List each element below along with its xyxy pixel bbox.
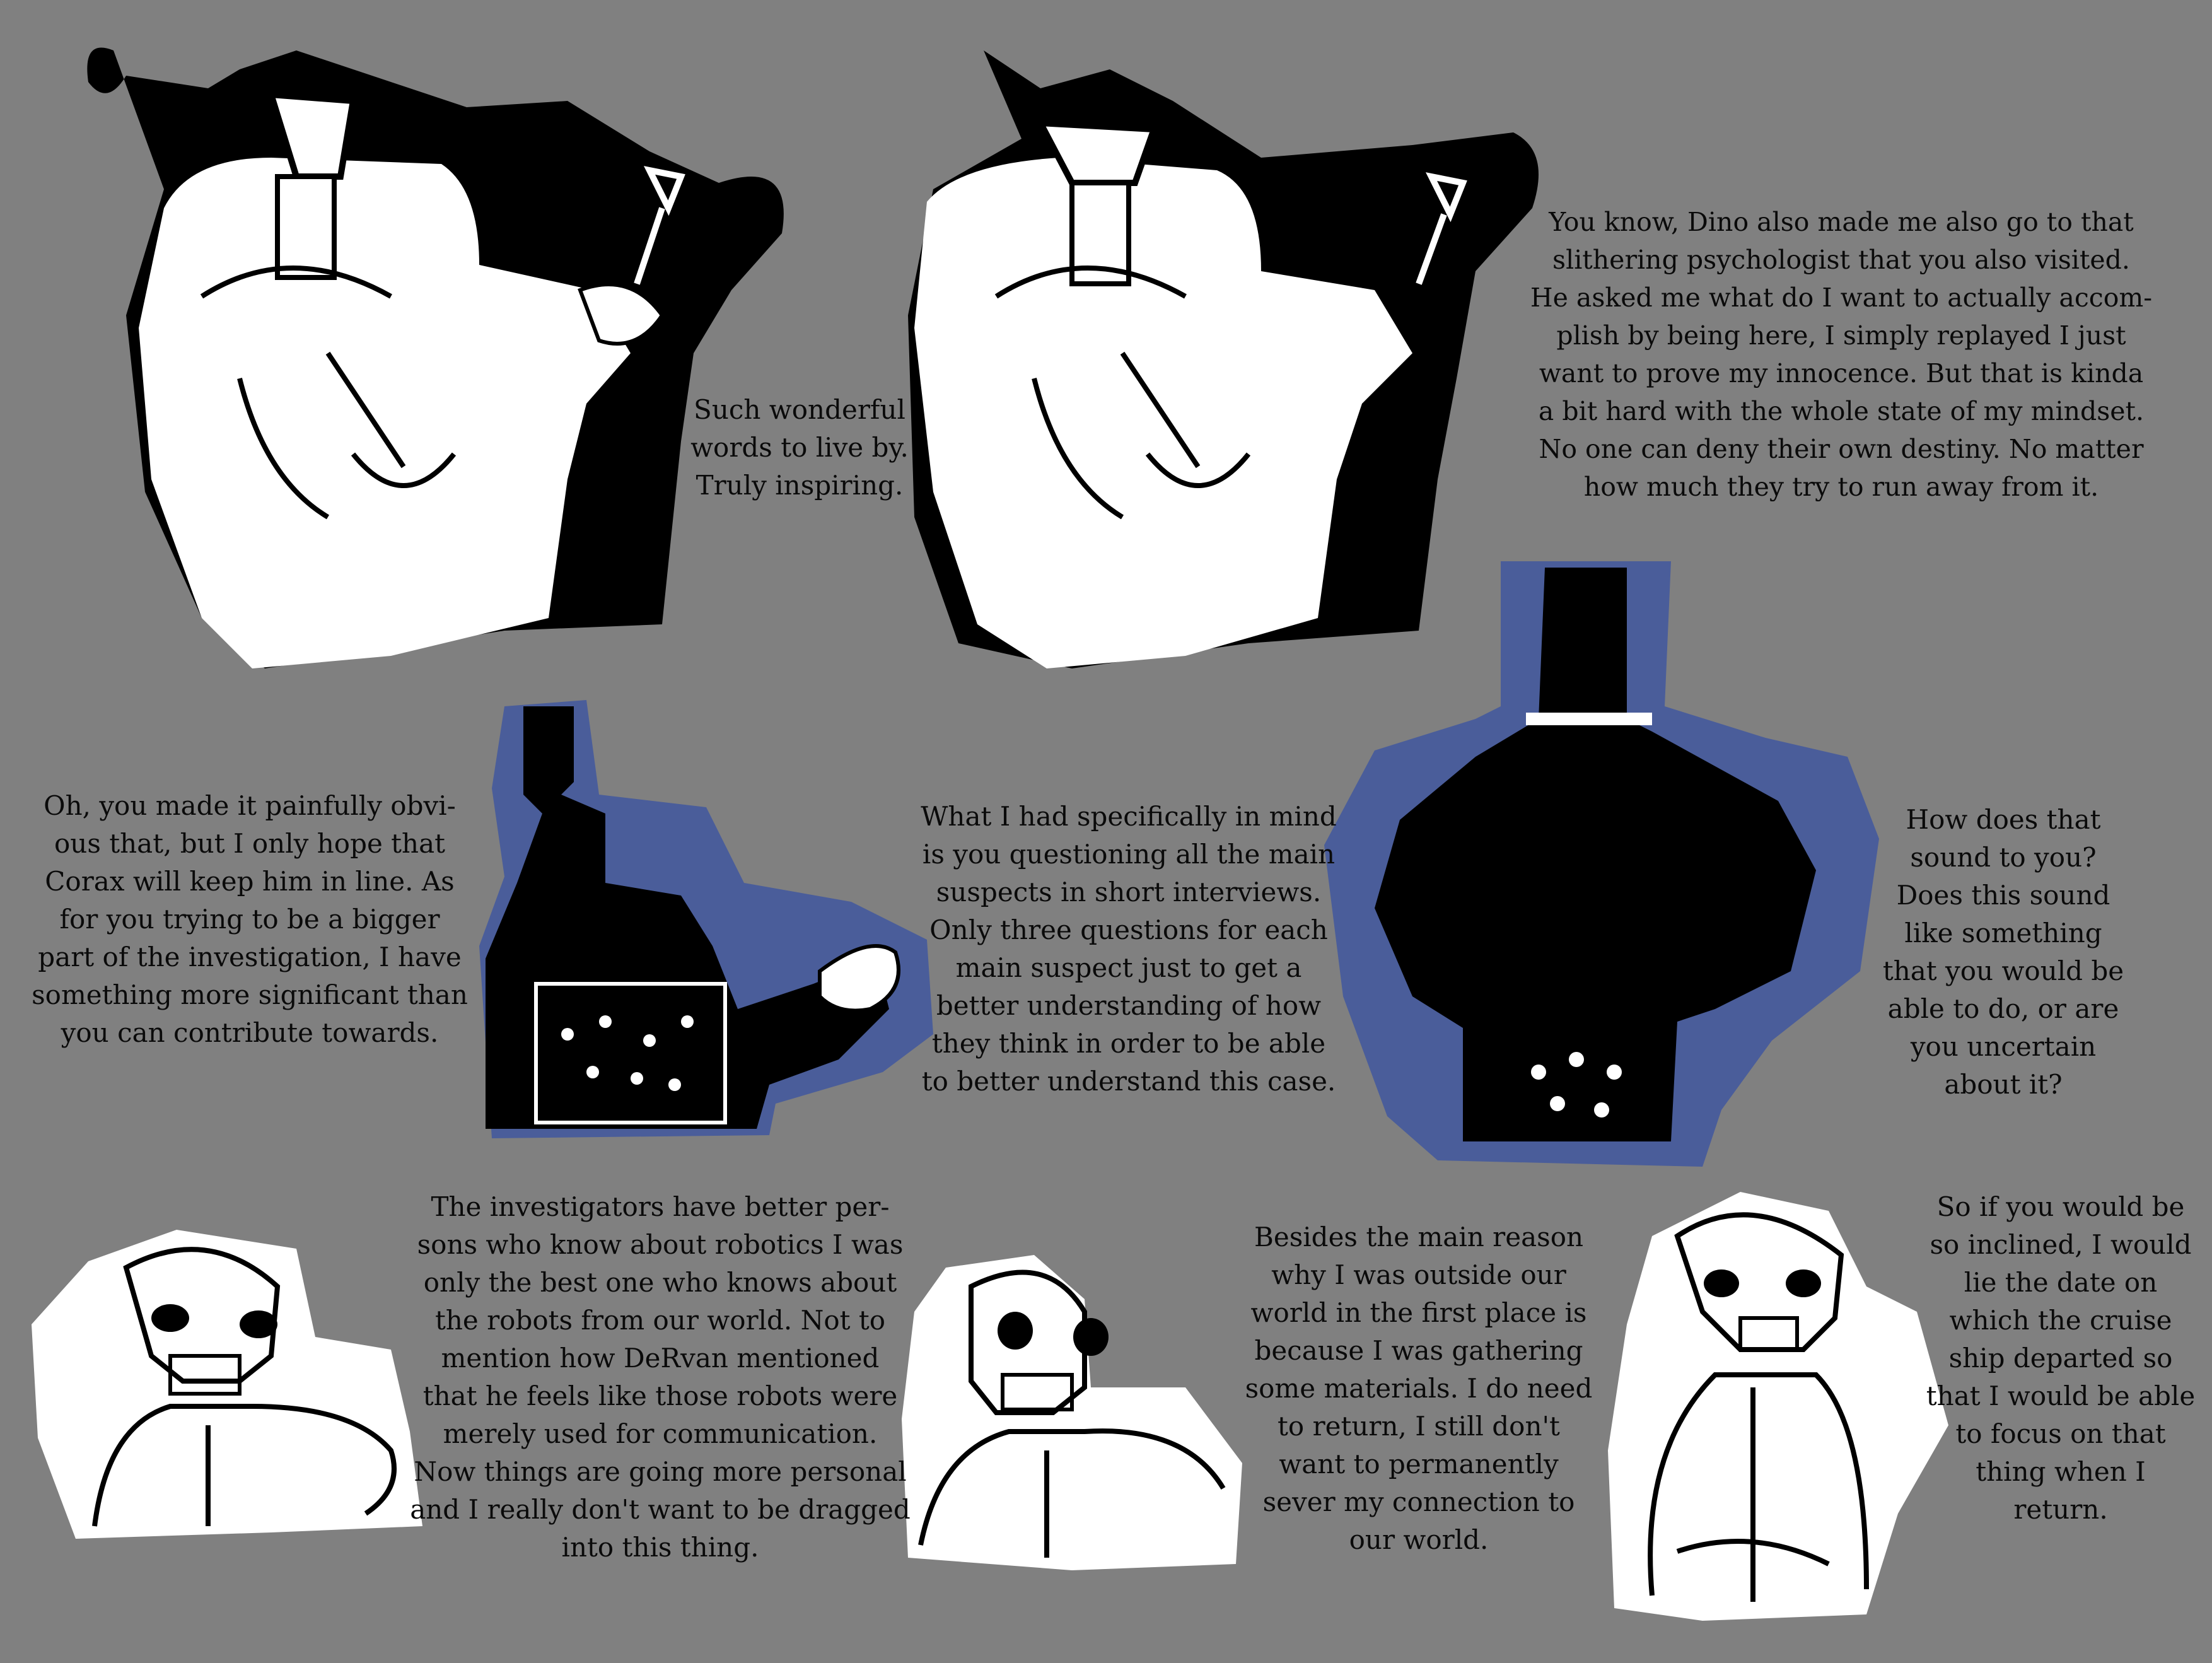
- caption-line: better understanding of how: [936, 990, 1322, 1021]
- panel-5-masked-figure: [32, 1230, 422, 1539]
- caption-line: is you questioning all the main: [922, 839, 1336, 870]
- caption-line: What I had specifically in mind: [921, 801, 1337, 832]
- caption-8: So if you would be so inclined, I would li…: [1926, 1188, 2195, 1529]
- caption-line: that you would be: [1882, 955, 2124, 986]
- caption-line: How does that: [1906, 804, 2101, 835]
- caption-line: thing when I: [1976, 1456, 2146, 1487]
- caption-line: merely used for communication.: [443, 1418, 878, 1449]
- caption-line: main suspect just to get a: [955, 952, 1302, 983]
- caption-line: He asked me what do I want to actually a…: [1530, 283, 2153, 313]
- caption-4: What I had specifically in mind is you qu…: [921, 798, 1337, 1100]
- caption-line: So if you would be: [1936, 1191, 2185, 1222]
- caption-line: No one can deny their own destiny. No ma…: [1539, 434, 2144, 464]
- caption-line: sons who know about robotics I was: [417, 1229, 904, 1260]
- caption-line: sever my connection to: [1262, 1486, 1575, 1517]
- caption-line: about it?: [1944, 1069, 2063, 1100]
- caption-line: which the cruise: [1949, 1305, 2172, 1336]
- caption-line: want to prove my innocence. But that is …: [1539, 358, 2144, 388]
- caption-line: a bit hard with the whole state of my mi…: [1538, 396, 2145, 426]
- caption-line: return.: [2013, 1494, 2108, 1525]
- caption-1: Such wonderful words to live by. Truly ins…: [690, 391, 909, 505]
- caption-line: You know, Dino also made me also go to t…: [1549, 207, 2134, 237]
- caption-line: that I would be able: [1926, 1380, 2196, 1411]
- caption-line: to better understand this case.: [921, 1066, 1336, 1097]
- caption-line: sound to you?: [1910, 842, 2097, 873]
- caption-line: into this thing.: [561, 1532, 759, 1563]
- caption-line: part of the investigation, I have: [38, 942, 462, 972]
- caption-5: How does that sound to you? Does this soun…: [1883, 801, 2124, 1104]
- caption-line: Truly inspiring.: [696, 470, 904, 501]
- caption-line: world in the first place is: [1250, 1297, 1587, 1328]
- caption-line: Only three questions for each: [929, 914, 1328, 945]
- panel-4-tall-hat-figure: [1324, 561, 1879, 1167]
- caption-line: The investigators have better per-: [431, 1191, 890, 1222]
- panel-6-masked-figure: [902, 1255, 1242, 1570]
- caption-line: ous that, but I only hope that: [54, 828, 446, 859]
- caption-line: the robots from our world. Not to: [434, 1305, 886, 1336]
- caption-line: mention how DeRvan mentioned: [441, 1343, 880, 1374]
- caption-line: why I was outside our: [1271, 1259, 1566, 1290]
- caption-line: Such wonderful: [694, 394, 905, 425]
- caption-line: Corax will keep him in line. As: [45, 866, 455, 897]
- caption-line: lie the date on: [1964, 1267, 2158, 1298]
- caption-line: something more significant than: [32, 979, 468, 1010]
- caption-7: Besides the main reason why I was outside…: [1245, 1218, 1593, 1559]
- caption-line: plish by being here, I simply replayed I…: [1556, 320, 2126, 351]
- caption-line: Besides the main reason: [1254, 1222, 1584, 1252]
- caption-line: Oh, you made it painfully obvi-: [44, 790, 456, 821]
- caption-line: able to do, or are: [1887, 993, 2119, 1024]
- panel-2-host-with-glass: [908, 50, 1539, 668]
- caption-line: how much they try to run away from it.: [1583, 472, 2099, 502]
- caption-2: You know, Dino also made me also go to t…: [1530, 203, 2152, 506]
- caption-line: slithering psychologist that you also vi…: [1552, 245, 2130, 275]
- caption-line: because I was gathering: [1254, 1335, 1583, 1366]
- caption-line: Does this sound: [1896, 880, 2110, 911]
- caption-line: only the best one who knows about: [423, 1267, 897, 1298]
- caption-line: words to live by.: [690, 432, 909, 463]
- caption-line: want to permanently: [1279, 1449, 1559, 1479]
- caption-6: The investigators have better per-sons w…: [410, 1188, 911, 1567]
- caption-line: to return, I still don't: [1278, 1411, 1560, 1442]
- caption-line: like something: [1904, 918, 2102, 948]
- caption-line: our world.: [1349, 1524, 1489, 1555]
- panel-7-masked-figure: [1608, 1192, 1948, 1621]
- panel-1-host-with-glass: [87, 47, 784, 669]
- caption-line: they think in order to be able: [931, 1028, 1326, 1059]
- caption-line: some materials. I do need: [1245, 1373, 1593, 1404]
- caption-line: you uncertain: [1910, 1031, 2097, 1062]
- caption-line: for you trying to be a bigger: [59, 904, 440, 935]
- caption-line: ship departed so: [1948, 1343, 2173, 1374]
- caption-3: Oh, you made it painfully obvi-ous that,…: [32, 787, 468, 1052]
- panel-3-tall-hat-figure: [479, 700, 933, 1138]
- caption-line: to focus on that: [1955, 1418, 2166, 1449]
- caption-line: and I really don't want to be dragged: [410, 1494, 911, 1525]
- caption-line: you can contribute towards.: [61, 1017, 439, 1048]
- caption-line: that he feels like those robots were: [422, 1380, 898, 1411]
- caption-line: Now things are going more personal: [414, 1456, 907, 1487]
- caption-line: suspects in short interviews.: [936, 877, 1322, 907]
- caption-line: so inclined, I would: [1930, 1229, 2192, 1260]
